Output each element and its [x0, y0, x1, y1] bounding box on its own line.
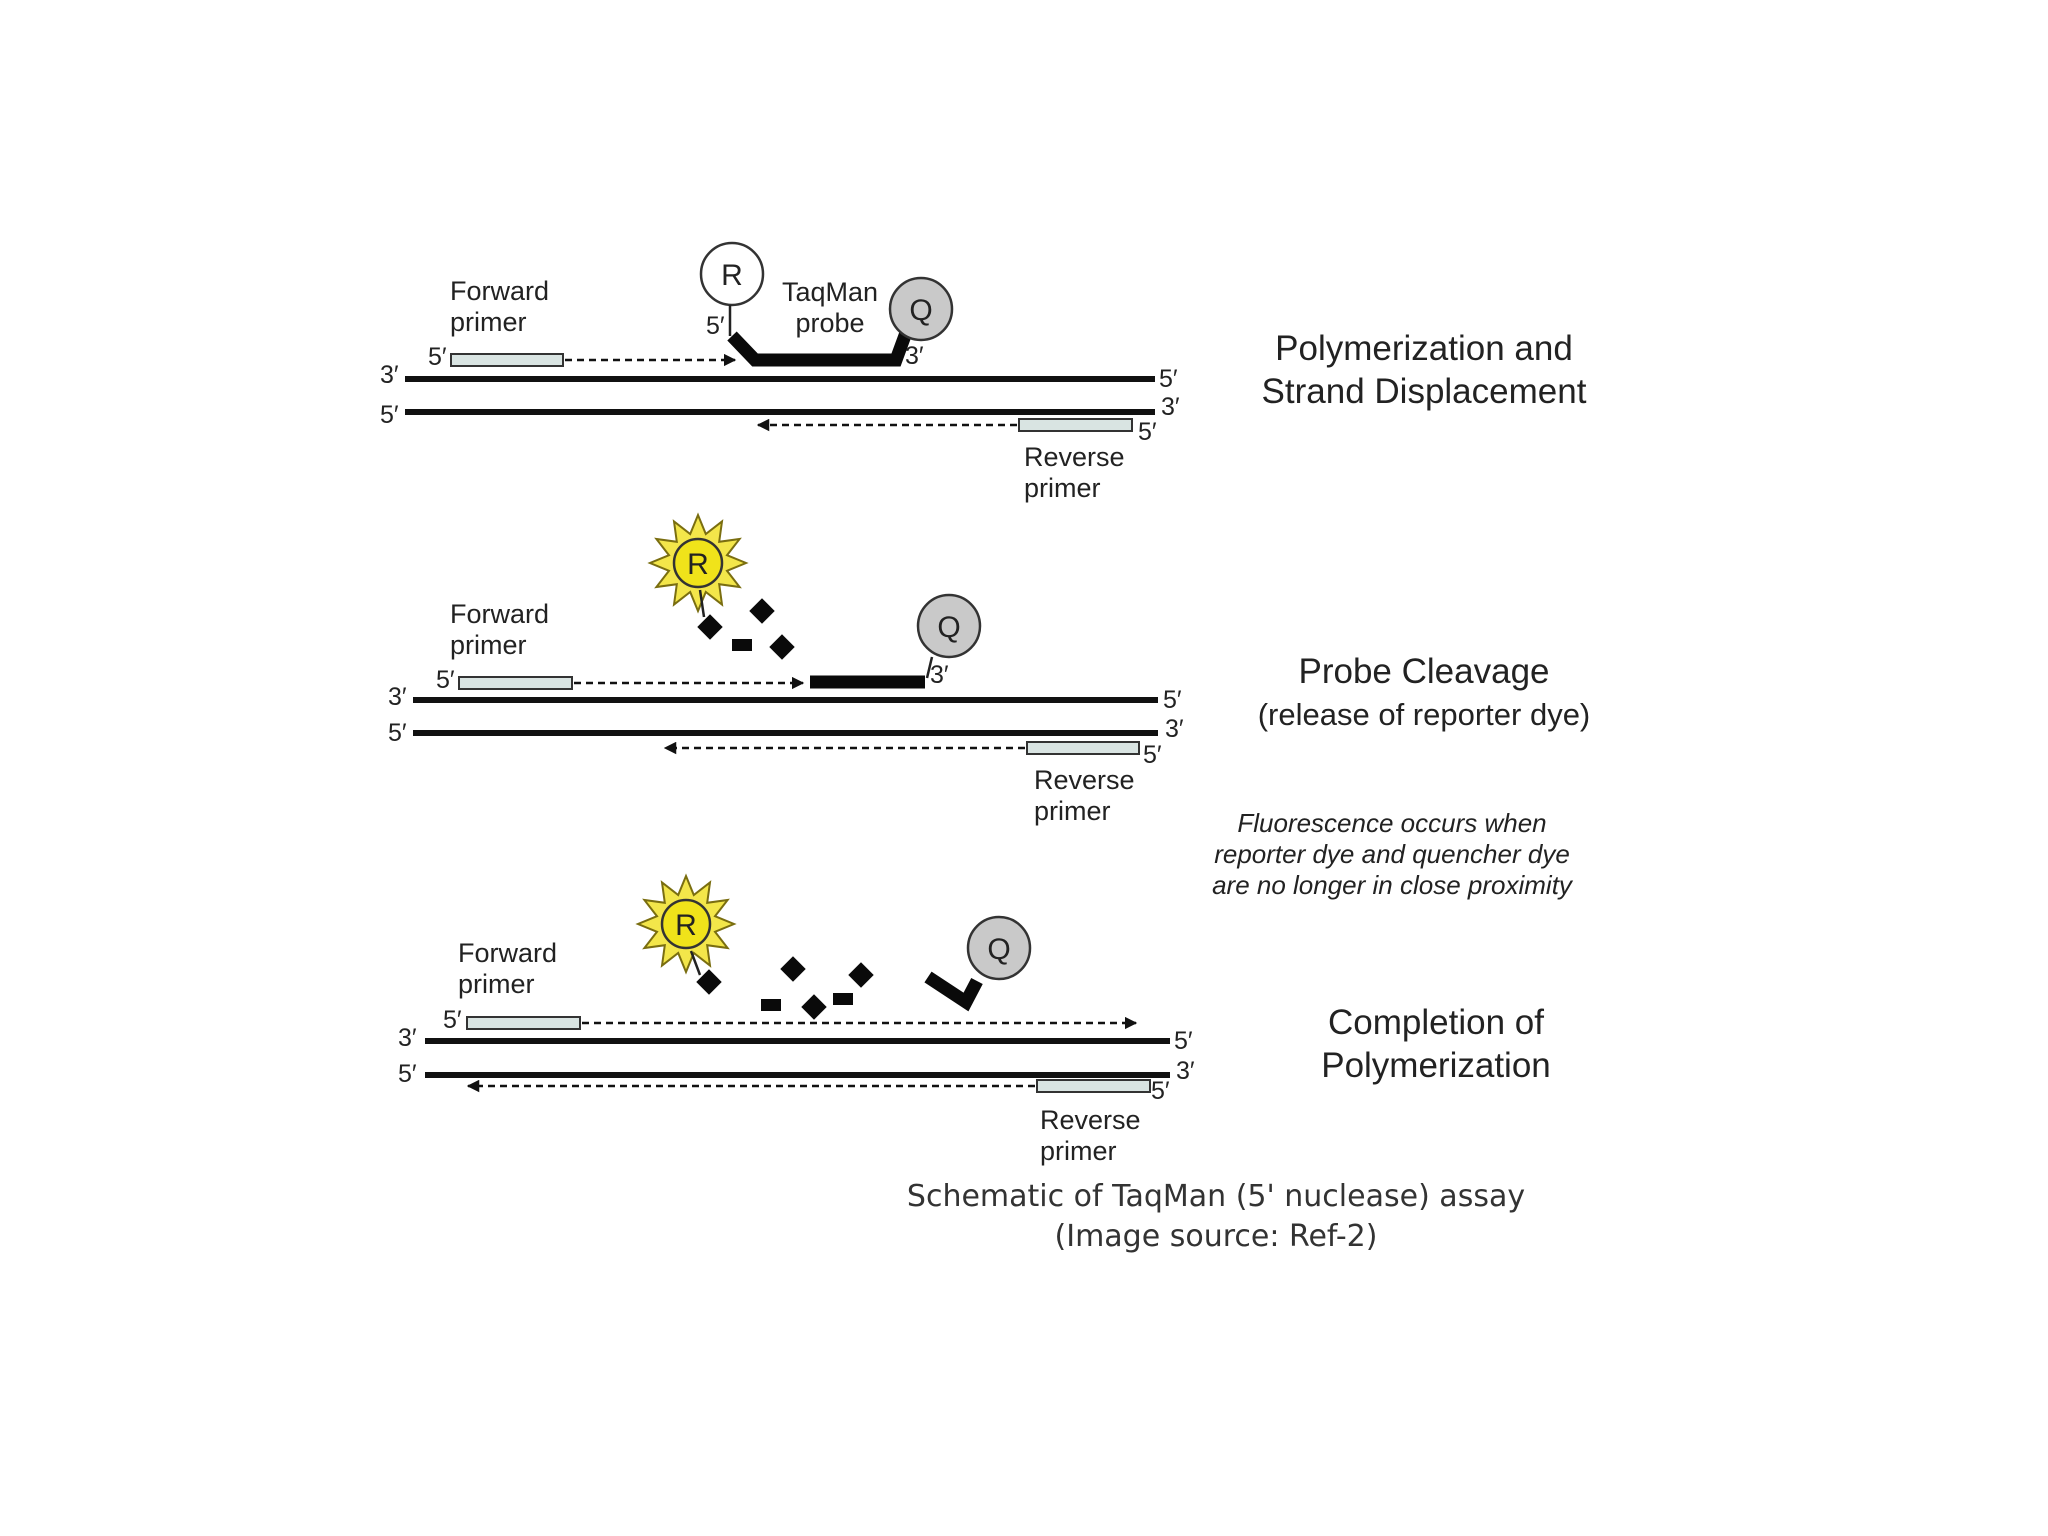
quencher-dye-letter: Q: [937, 611, 960, 644]
quencher-dye: [916, 593, 982, 659]
bottom-strand-5-end: 5′: [380, 401, 399, 429]
quencher-dye: [888, 276, 954, 342]
reverse-primer-label-line1: Reverse: [1034, 765, 1135, 795]
quencher-dye: [966, 915, 1032, 981]
forward-primer: [458, 676, 573, 690]
bottom-strand-3-end: 3′: [1176, 1057, 1195, 1085]
reverse-primer-label-line1: Reverse: [1024, 442, 1125, 472]
reverse-primer: [1018, 418, 1133, 432]
panel-polymerization: 3′ 5′ 5′ 3′ Forward primer 5′ R 5′ Q 3′ …: [380, 241, 1587, 503]
fluorescence-note-line1: Fluorescence occurs when: [1237, 808, 1546, 838]
bottom-strand-3-end: 3′: [1161, 393, 1180, 421]
figure-caption-line1: Schematic of TaqMan (5' nuclease) assay: [907, 1179, 1525, 1214]
probe-fragment: [732, 639, 752, 651]
forward-primer-label-line1: Forward: [450, 276, 549, 306]
figure-caption-line2: (Image source: Ref-2): [1055, 1219, 1378, 1254]
reverse-primer-5-end: 5′: [1138, 418, 1157, 446]
step-title-cleavage-line1: Probe Cleavage: [1299, 652, 1550, 691]
forward-primer-label-line2: primer: [450, 307, 527, 337]
taqman-probe: [727, 327, 914, 367]
probe-5-end: 5′: [706, 312, 725, 340]
forward-primer-label-line1: Forward: [450, 599, 549, 629]
cleaved-probe-fragments: [696, 956, 874, 1020]
panel-probe-cleavage: 3′ 5′ 5′ 3′ Forward primer 5′ R Q 3′ 5′ …: [388, 512, 1591, 900]
forward-primer-label-line1: Forward: [458, 938, 557, 968]
top-strand-5-end: 5′: [1163, 686, 1182, 714]
step-title-polymerization-line1: Polymerization and: [1275, 329, 1573, 368]
panel-completion: 3′ 5′ 5′ 3′ Forward primer 5′ R Q 5′ Rev…: [398, 873, 1551, 1166]
fluorescence-note-line3: are no longer in close proximity: [1212, 870, 1574, 900]
probe-fragment: [801, 994, 827, 1020]
fluorescent-reporter-core: [660, 898, 712, 950]
reverse-primer-label-line2: primer: [1040, 1136, 1117, 1166]
forward-primer-label-line2: primer: [458, 969, 535, 999]
forward-primer-5-end: 5′: [436, 666, 455, 694]
released-probe-with-quencher: [924, 971, 983, 1012]
probe-fragment: [769, 634, 795, 660]
probe-fragment: [697, 614, 723, 640]
forward-primer-5-end: 5′: [428, 343, 447, 371]
probe-fragment: [696, 969, 722, 995]
forward-primer: [466, 1016, 581, 1030]
reverse-primer-label-line2: primer: [1034, 796, 1111, 826]
step-title-completion-line1: Completion of: [1328, 1003, 1544, 1042]
probe-label-line1: TaqMan: [782, 277, 878, 307]
probe-label-line2: probe: [795, 308, 864, 338]
top-strand-3-end: 3′: [388, 683, 407, 711]
probe-fragment: [780, 956, 806, 982]
probe-fragment: [749, 598, 775, 624]
top-strand-5-end: 5′: [1159, 365, 1178, 393]
probe-3-end: 3′: [905, 342, 924, 370]
reporter-dye-letter: R: [721, 259, 743, 292]
forward-primer-5-end: 5′: [443, 1006, 462, 1034]
bottom-strand-5-end: 5′: [398, 1060, 417, 1088]
reporter-dye-letter: R: [675, 909, 697, 942]
fluorescence-note-line2: reporter dye and quencher dye: [1214, 839, 1570, 869]
reverse-primer-5-end: 5′: [1151, 1077, 1170, 1105]
reporter-dye-letter: R: [687, 548, 709, 581]
quencher-dye-letter: Q: [909, 294, 932, 327]
reverse-primer-5-end: 5′: [1143, 741, 1162, 769]
top-strand-3-end: 3′: [398, 1024, 417, 1052]
top-strand-5-end: 5′: [1174, 1027, 1193, 1055]
bottom-strand-3-end: 3′: [1165, 715, 1184, 743]
probe-fragment: [833, 993, 853, 1005]
step-title-polymerization-line2: Strand Displacement: [1262, 372, 1587, 411]
forward-primer: [450, 353, 564, 367]
reporter-linker: [689, 950, 702, 976]
fluorescent-reporter-core: [672, 537, 724, 589]
top-strand-3-end: 3′: [380, 361, 399, 389]
forward-primer-label-line2: primer: [450, 630, 527, 660]
bottom-strand-5-end: 5′: [388, 719, 407, 747]
reverse-primer: [1036, 1079, 1151, 1093]
quencher-linker: [925, 656, 934, 679]
reverse-primer: [1026, 741, 1140, 755]
step-title-cleavage-line2: (release of reporter dye): [1258, 697, 1591, 732]
reverse-primer-label-line2: primer: [1024, 473, 1101, 503]
quencher-dye-letter: Q: [987, 933, 1010, 966]
reverse-primer-label-line1: Reverse: [1040, 1105, 1141, 1135]
probe-3-end: 3′: [930, 661, 949, 689]
cleaved-probe-fragments: [697, 598, 795, 660]
reporter-linker: [698, 589, 706, 618]
probe-fragment: [848, 962, 874, 988]
step-title-completion-line2: Polymerization: [1321, 1046, 1551, 1085]
reporter-dye: [699, 241, 765, 307]
probe-fragment: [761, 999, 781, 1011]
